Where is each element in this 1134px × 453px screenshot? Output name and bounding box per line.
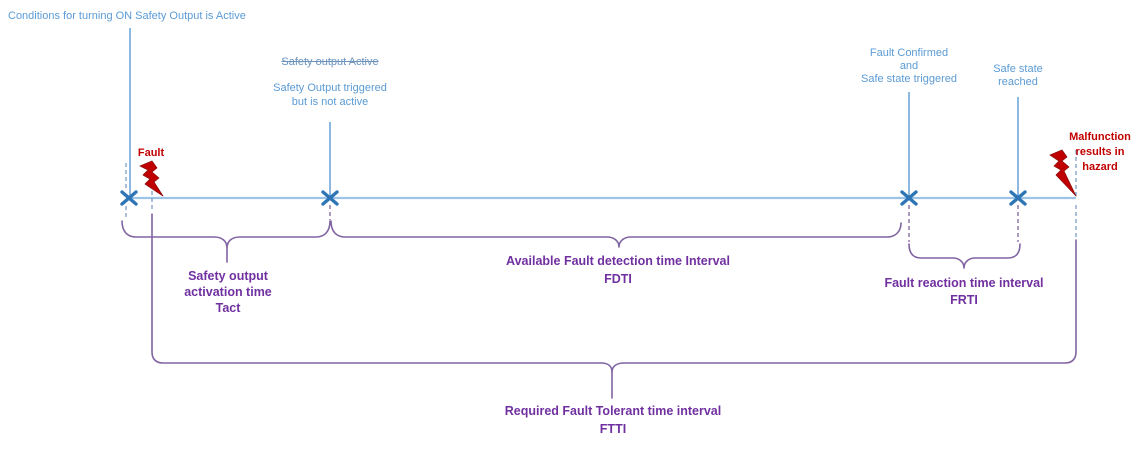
safety-output-triggered-label-line1: Safety Output triggered xyxy=(273,82,387,94)
fault-bolt-icon xyxy=(139,160,164,197)
frti-label-line2: FRTI xyxy=(950,293,978,307)
tact-label-line2: activation time xyxy=(184,285,272,299)
malfunction-label-line2: results in xyxy=(1075,146,1125,158)
malfunction-label-line1: Malfunction xyxy=(1069,131,1131,143)
malfunction-label-line3: hazard xyxy=(1082,161,1118,173)
interval-braces xyxy=(121,213,1077,399)
x-marker-fault-confirmed xyxy=(900,190,918,206)
fdti-brace xyxy=(330,220,902,248)
fault-label: Fault xyxy=(137,147,165,159)
fault-confirmed-label-line2: and xyxy=(899,60,919,72)
tact-label-line3: Tact xyxy=(215,301,241,315)
x-marker-conditions xyxy=(120,190,138,206)
ftti-label-line2: FTTI xyxy=(599,422,627,436)
tact-label-line1: Safety output xyxy=(188,269,268,283)
x-event-markers xyxy=(120,190,1027,206)
dashed-guides-blue xyxy=(125,150,1077,240)
x-marker-safe-state xyxy=(1009,190,1027,206)
safe-state-reached-label-line1: Safe state xyxy=(993,63,1043,75)
event-pointer-lines xyxy=(129,28,1019,196)
tact-brace xyxy=(121,220,331,249)
lightning-bolts xyxy=(139,149,1077,197)
ftti-label-line1: Required Fault Tolerant time interval xyxy=(504,404,722,418)
conditions-label: Conditions for turning ON Safety Output … xyxy=(8,10,246,22)
safety-output-triggered-label-line2: but is not active xyxy=(291,96,369,108)
x-marker-triggered xyxy=(321,190,339,206)
fdti-label-line1: Available Fault detection time Interval xyxy=(506,254,730,268)
fault-confirmed-label-line3: Safe state triggered xyxy=(860,73,957,85)
safety-output-active-struck-label: Safety output Active xyxy=(281,56,379,68)
dashed-guides-purple xyxy=(329,205,1019,242)
fdti-label-line2: FDTI xyxy=(604,272,632,286)
fault-confirmed-label-line1: Fault Confirmed xyxy=(869,47,949,59)
safe-state-reached-label-line2: reached xyxy=(998,76,1038,88)
frti-brace xyxy=(908,243,1021,269)
malfunction-bolt-icon xyxy=(1049,149,1077,197)
frti-label-line1: Fault reaction time interval xyxy=(884,276,1044,290)
